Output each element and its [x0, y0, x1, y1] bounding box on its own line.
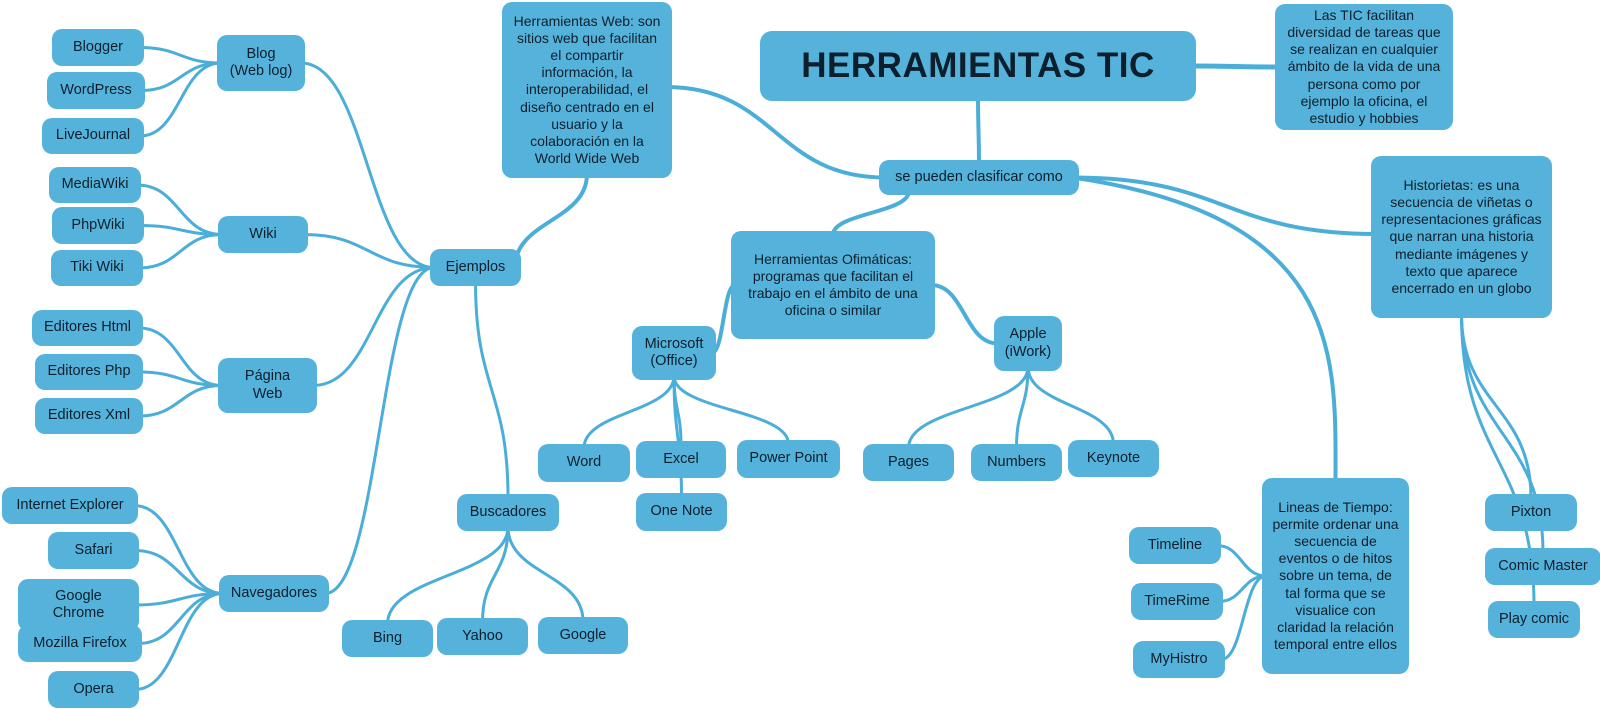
tikiwiki-node[interactable]: Tiki Wiki — [51, 250, 143, 286]
connector — [1071, 175, 1338, 484]
play-comic-node[interactable]: Play comic — [1488, 601, 1580, 638]
connector — [976, 95, 981, 166]
connector — [311, 266, 436, 387]
connector — [299, 61, 436, 269]
power-point-node[interactable]: Power Point — [737, 440, 840, 478]
intro-note[interactable]: Las TIC facilitan diversidad de tareas q… — [1275, 4, 1453, 130]
connector — [1460, 312, 1533, 500]
editores-php-node[interactable]: Editores Php — [35, 354, 143, 390]
connector — [672, 374, 790, 446]
internet-explorer-node[interactable]: Internet Explorer — [2, 487, 138, 524]
one-note-node[interactable]: One Note — [636, 493, 727, 531]
connector — [672, 374, 683, 499]
pixton-node[interactable]: Pixton — [1485, 494, 1577, 531]
connector — [831, 189, 911, 237]
apple-node[interactable]: Apple (iWork) — [994, 316, 1062, 371]
connector — [386, 525, 510, 626]
connector — [582, 374, 676, 450]
myhistro-node[interactable]: MyHistro — [1133, 641, 1225, 678]
blog-node[interactable]: Blog (Web log) — [217, 35, 305, 91]
keynote-node[interactable]: Keynote — [1068, 440, 1159, 477]
blogger-node[interactable]: Blogger — [52, 29, 144, 66]
connector — [138, 224, 224, 236]
web-tools-node[interactable]: Herramientas Web: son sitios web que fac… — [502, 2, 672, 178]
safari-node[interactable]: Safari — [48, 532, 139, 569]
yahoo-node[interactable]: Yahoo — [437, 618, 528, 655]
word-node[interactable]: Word — [538, 444, 630, 482]
connector — [929, 283, 1000, 346]
timerime-node[interactable]: TimeRime — [1131, 583, 1223, 620]
connector — [138, 61, 223, 138]
connector — [302, 233, 436, 269]
connector — [1071, 175, 1379, 236]
connector — [474, 280, 510, 500]
google-node[interactable]: Google — [538, 617, 628, 654]
classify-node[interactable]: se pueden clasificar como — [879, 160, 1079, 195]
connector — [133, 592, 225, 691]
comics-node[interactable]: Historietas: es una secuencia de viñetas… — [1371, 156, 1552, 318]
mediawiki-node[interactable]: MediaWiki — [49, 167, 141, 203]
bing-node[interactable]: Bing — [342, 620, 433, 657]
comic-master-node[interactable]: Comic Master — [1485, 548, 1600, 585]
connector — [664, 85, 887, 180]
connector — [133, 549, 225, 595]
pages-node[interactable]: Pages — [863, 444, 954, 481]
livejournal-node[interactable]: LiveJournal — [42, 118, 144, 154]
connector — [1026, 365, 1115, 446]
connector — [1219, 574, 1268, 661]
google-chrome-node[interactable]: Google Chrome — [18, 579, 139, 631]
wordpress-node[interactable]: WordPress — [47, 72, 145, 109]
opera-node[interactable]: Opera — [48, 671, 139, 708]
timelines-node[interactable]: Lineas de Tiempo: permite ordenar una se… — [1262, 478, 1409, 674]
connector — [907, 365, 1030, 450]
numbers-node[interactable]: Numbers — [971, 444, 1062, 481]
search-engines-node[interactable]: Buscadores — [457, 494, 559, 531]
connector — [323, 266, 436, 595]
examples-node[interactable]: Ejemplos — [430, 249, 521, 286]
main-title[interactable]: HERRAMIENTAS TIC — [760, 31, 1196, 101]
timeline-node[interactable]: Timeline — [1129, 527, 1221, 564]
connector — [137, 326, 224, 387]
connector — [137, 384, 224, 418]
connector — [132, 504, 225, 595]
office-tools-node[interactable]: Herramientas Ofimáticas: programas que f… — [731, 231, 935, 339]
connector — [1215, 544, 1268, 578]
connector — [1015, 365, 1030, 450]
phpwiki-node[interactable]: PhpWiki — [52, 207, 144, 244]
mozilla-firefox-node[interactable]: Mozilla Firefox — [18, 625, 142, 662]
wiki-node[interactable]: Wiki — [218, 216, 308, 253]
connector — [506, 525, 585, 623]
webpage-node[interactable]: Página Web — [218, 358, 317, 413]
connector — [481, 525, 510, 624]
connector — [138, 46, 223, 65]
connector — [513, 172, 589, 270]
excel-node[interactable]: Excel — [636, 441, 726, 478]
browsers-node[interactable]: Navegadores — [219, 575, 329, 612]
microsoft-node[interactable]: Microsoft (Office) — [632, 326, 716, 380]
editores-html-node[interactable]: Editores Html — [32, 310, 143, 346]
connector — [1187, 63, 1284, 70]
editores-xml-node[interactable]: Editores Xml — [35, 398, 143, 434]
connector — [137, 233, 224, 270]
